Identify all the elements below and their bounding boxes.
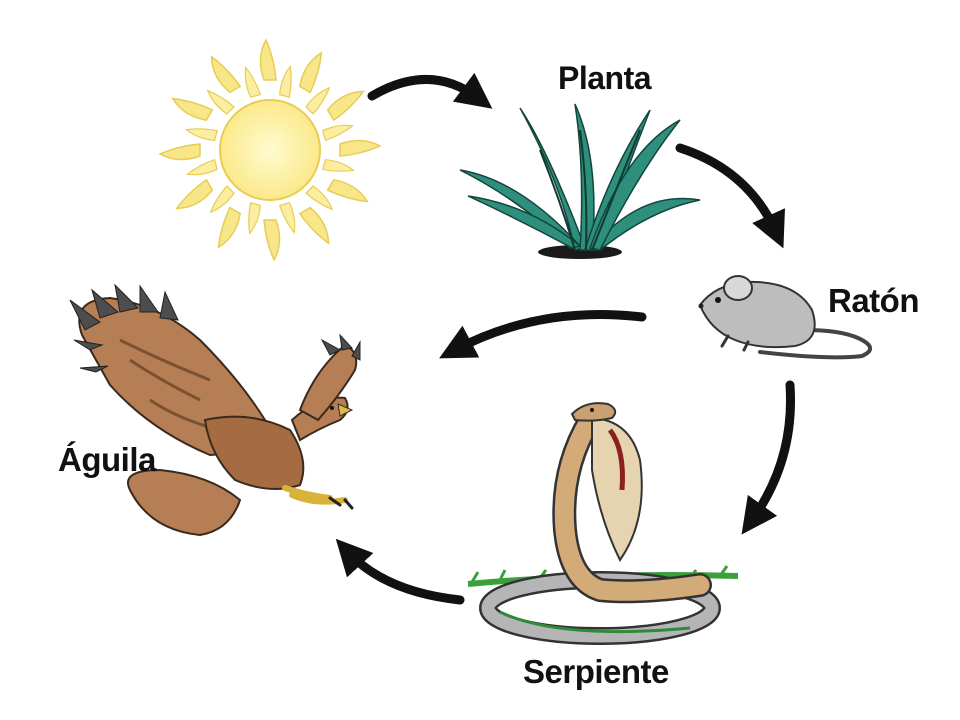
eagle-icon [69, 283, 361, 537]
sun-icon [158, 38, 382, 262]
arrow-mouse-to-eagle [439, 309, 647, 359]
snake-icon [467, 402, 739, 645]
eagle-label: Águila [58, 441, 156, 478]
arrow-sun-to-plant [367, 72, 493, 109]
arrow-plant-to-mouse [675, 143, 785, 249]
snake-label: Serpiente [523, 653, 669, 690]
arrow-mouse-to-snake [741, 380, 795, 535]
mouse-icon [698, 275, 872, 360]
mouse-label: Ratón [828, 282, 920, 319]
arrow-snake-to-eagle [335, 538, 465, 605]
plant-icon [459, 103, 701, 259]
arrows [335, 72, 795, 605]
plant-label: Planta [558, 60, 652, 96]
